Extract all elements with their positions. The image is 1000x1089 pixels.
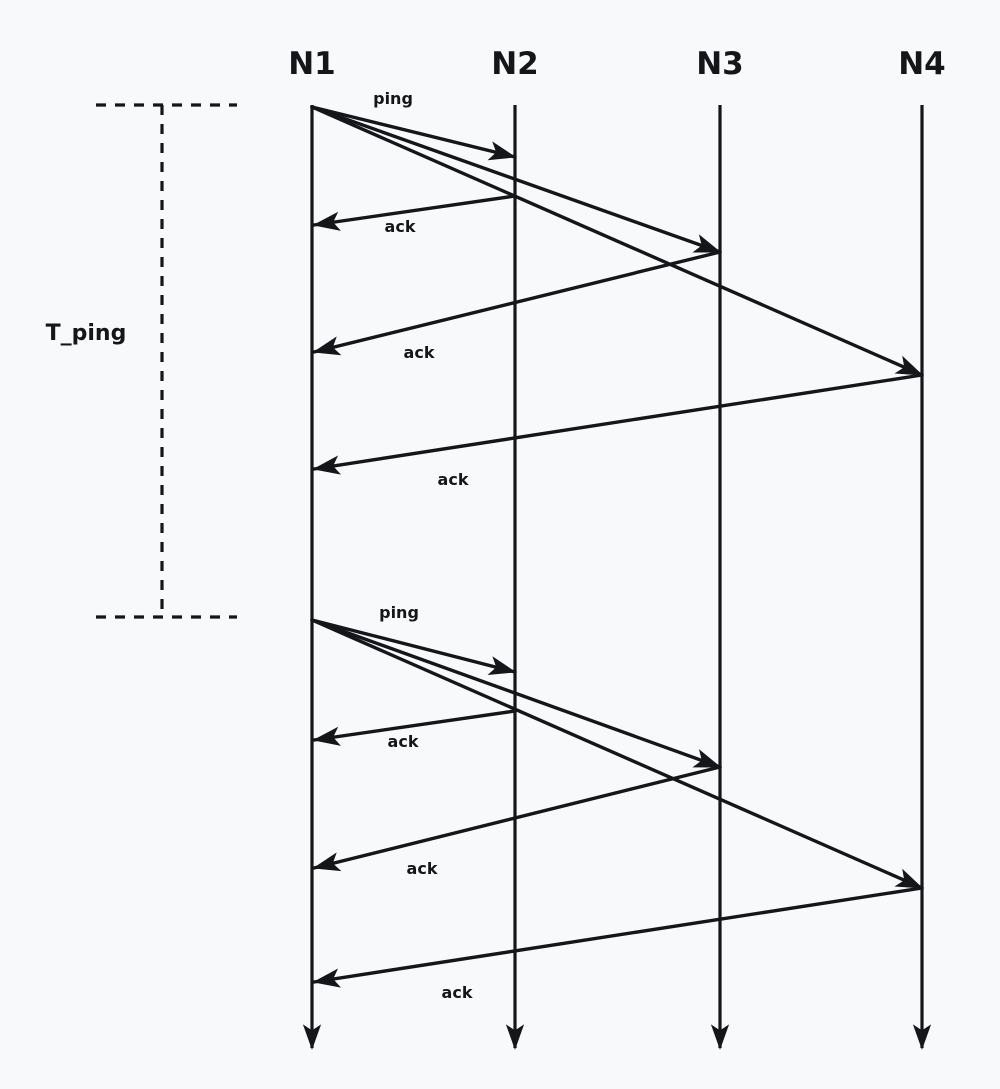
message-arrow-ping-n1-to-n3 bbox=[310, 618, 722, 769]
message-label-ping: ping bbox=[379, 603, 419, 622]
message-group bbox=[310, 105, 924, 988]
message-label-ping: ping bbox=[373, 89, 413, 108]
message-arrow-ping-n1-to-n4 bbox=[310, 105, 924, 377]
t-ping-bracket: T_ping bbox=[46, 103, 237, 619]
message-label-ack: ack bbox=[442, 983, 473, 1002]
message-arrow-ping-n1-to-n3 bbox=[310, 105, 722, 254]
node-label-n3: N3 bbox=[696, 46, 744, 82]
message-arrow-ping-n1-to-n2 bbox=[310, 105, 517, 161]
node-label-n4: N4 bbox=[898, 46, 946, 82]
message-label-group: ping ack ack ack ping ack ack ack bbox=[373, 89, 473, 1002]
node-label-n1: N1 bbox=[288, 46, 336, 82]
message-arrow-ack-n2-to-n1 bbox=[312, 194, 517, 231]
message-label-ack: ack bbox=[404, 343, 435, 362]
message-label-ack: ack bbox=[438, 470, 469, 489]
message-arrow-ack-n3-to-n1 bbox=[312, 765, 722, 872]
message-arrow-ack-n4-to-n1 bbox=[312, 886, 924, 988]
lifeline-group bbox=[302, 105, 932, 1050]
node-label-n2: N2 bbox=[491, 46, 539, 82]
bracket-label-t-ping: T_ping bbox=[46, 321, 127, 346]
message-label-ack: ack bbox=[407, 859, 438, 878]
message-arrow-ack-n3-to-n1 bbox=[312, 250, 722, 356]
message-arrow-ack-n4-to-n1 bbox=[312, 373, 924, 475]
message-arrow-ping-n1-to-n2 bbox=[310, 618, 517, 675]
node-label-group: N1 N2 N3 N4 bbox=[288, 46, 946, 82]
message-label-ack: ack bbox=[388, 732, 419, 751]
message-arrow-ping-n1-to-n4 bbox=[310, 618, 924, 890]
message-arrow-ack-n2-to-n1 bbox=[312, 709, 517, 746]
message-label-ack: ack bbox=[385, 217, 416, 236]
